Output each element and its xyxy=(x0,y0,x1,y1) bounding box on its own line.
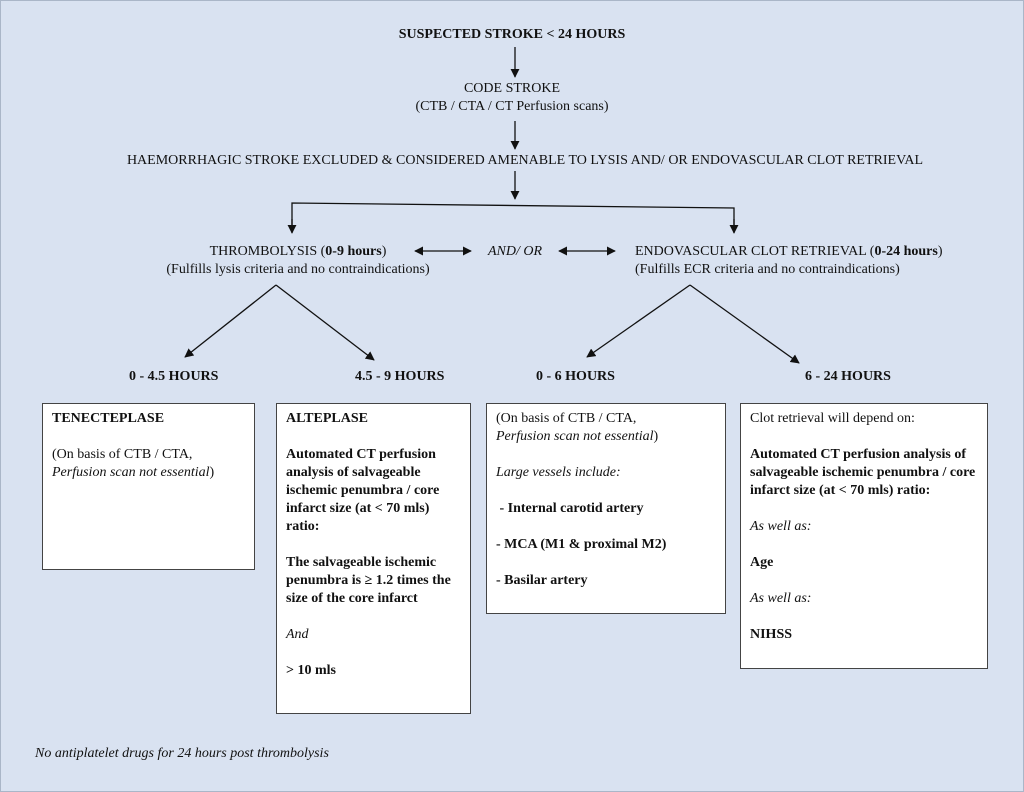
window-0-4-5-hours: 0 - 4.5 HOURS xyxy=(129,369,219,384)
vessel-internal-carotid: - Internal carotid artery xyxy=(496,501,644,516)
and-or-label: AND/ OR xyxy=(488,244,543,259)
ecr-hours: 0-24 hours xyxy=(874,244,938,259)
arrow-to-0-4-5 xyxy=(184,284,277,358)
alteplase-penumbra-criterion: The salvageable ischemic penumbra is ≥ 1… xyxy=(286,555,451,606)
connector-branch xyxy=(291,202,735,231)
alteplase-title: ALTEPLASE xyxy=(286,411,368,426)
arrow-to-6-24 xyxy=(689,284,800,364)
window-4-5-9-hours: 4.5 - 9 HOURS xyxy=(355,369,445,384)
code-stroke-scans: (CTB / CTA / CT Perfusion scans) xyxy=(415,99,609,114)
alteplase-volume-criterion: > 10 mls xyxy=(286,663,336,678)
ecr-early-close-paren: ) xyxy=(653,429,659,444)
tenecteplase-title: TENECTEPLASE xyxy=(52,411,165,426)
ecr-late-age: Age xyxy=(750,555,774,570)
ecr-late-nihss: NIHSS xyxy=(750,627,793,642)
ecr-title: ENDOVASCULAR CLOT RETRIEVAL ( xyxy=(635,244,875,259)
ecr-early-perfusion-text: Perfusion scan not essential xyxy=(496,429,654,444)
tenecteplase-close-paren: ) xyxy=(209,465,215,480)
tenecteplase-basis: (On basis of CTB / CTA, xyxy=(52,447,193,462)
vessel-mca: - MCA (M1 & proximal M2) xyxy=(496,537,667,552)
ecr-early-perfusion-note: Perfusion scan not essential) xyxy=(496,428,716,446)
alteplase-analysis: Automated CT perfusion analysis of salva… xyxy=(286,447,440,534)
arrow-to-0-6 xyxy=(586,284,691,358)
ecr-late-as-well-as-2: As well as: xyxy=(750,591,812,606)
ecr-early-basis: (On basis of CTB / CTA, xyxy=(496,411,637,426)
ecr-late-as-well-as-1: As well as: xyxy=(750,519,812,534)
large-vessels-label: Large vessels include: xyxy=(496,465,621,480)
ecr-criteria: (Fulfills ECR criteria and no contraindi… xyxy=(635,262,900,277)
alteplase-box: ALTEPLASE Automated CT perfusion analysi… xyxy=(276,403,471,714)
arrow-to-4-5-9 xyxy=(275,284,375,361)
thrombolysis-title: THROMBOLYSIS ( xyxy=(209,244,326,259)
footer-note: No antiplatelet drugs for 24 hours post … xyxy=(35,746,329,761)
tenecteplase-box: TENECTEPLASE (On basis of CTB / CTA, Per… xyxy=(42,403,255,570)
ecr-late-box: Clot retrieval will depend on: Automated… xyxy=(740,403,988,669)
thrombolysis-criteria: (Fulfills lysis criteria and no contrain… xyxy=(166,262,430,277)
thrombolysis-hours: 0-9 hours xyxy=(325,244,382,259)
thrombolysis-heading: THROMBOLYSIS (0-9 hours) xyxy=(143,243,453,261)
suspected-stroke-label: SUSPECTED STROKE < 24 HOURS xyxy=(398,27,626,42)
vessel-basilar: - Basilar artery xyxy=(496,573,588,588)
ecr-late-intro: Clot retrieval will depend on: xyxy=(750,411,915,426)
ecr-heading: ENDOVASCULAR CLOT RETRIEVAL (0-24 hours) xyxy=(635,243,943,261)
window-6-24-hours: 6 - 24 HOURS xyxy=(805,369,891,384)
code-stroke-label: CODE STROKE xyxy=(463,81,561,96)
ecr-early-box: (On basis of CTB / CTA, Perfusion scan n… xyxy=(486,403,726,614)
tenecteplase-perfusion-note: Perfusion scan not essential) xyxy=(52,464,245,482)
ecr-late-analysis: Automated CT perfusion analysis of salva… xyxy=(750,447,976,498)
ecr-close: ) xyxy=(937,244,943,259)
window-0-6-hours: 0 - 6 HOURS xyxy=(536,369,615,384)
thrombolysis-close: ) xyxy=(381,244,387,259)
alteplase-and: And xyxy=(286,627,309,642)
haemorrhagic-excluded-label: HAEMORRHAGIC STROKE EXCLUDED & CONSIDERE… xyxy=(126,153,924,168)
tenecteplase-perfusion-text: Perfusion scan not essential xyxy=(52,465,210,480)
